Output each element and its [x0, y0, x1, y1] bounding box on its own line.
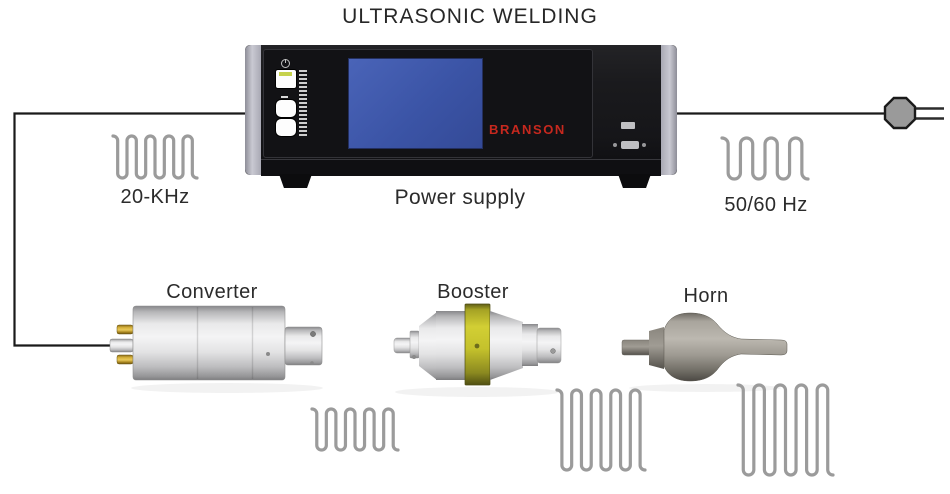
converter-pin-top	[116, 324, 134, 335]
page-title: ULTRASONIC WELDING	[342, 5, 598, 28]
plug-body	[883, 96, 917, 130]
booster-end-hole	[550, 348, 556, 354]
psu-port-db-connector	[621, 141, 639, 149]
converter-label: Converter	[166, 281, 258, 303]
psu-vent-strip	[299, 70, 307, 136]
waveform-layer	[111, 134, 835, 477]
psu-power-button	[276, 70, 296, 88]
plug-prongs	[914, 107, 944, 120]
power-plug-icon	[883, 96, 944, 130]
horn-stud	[621, 339, 652, 356]
mains-50-60hz-wave	[720, 136, 810, 181]
power-symbol-icon	[281, 58, 290, 68]
power-supply-label: Power supply	[394, 186, 526, 209]
booster-body-left	[436, 311, 466, 380]
converter-front-stub	[284, 326, 323, 366]
booster-left-hole	[412, 355, 416, 359]
converter-cable-connector	[109, 338, 134, 353]
ultrasonic-20khz-wave	[111, 134, 199, 180]
psu-display-screen	[348, 58, 483, 149]
frequency-label-mains: 50/60 Hz	[724, 194, 808, 216]
converter-shadow	[131, 383, 323, 393]
horn-output-wave	[736, 383, 835, 477]
booster-output-wave	[555, 388, 647, 472]
horn-body	[663, 312, 788, 382]
horn-graphic	[621, 312, 788, 382]
wire-psu-to-converter	[13, 112, 246, 347]
booster-shadow	[395, 387, 559, 397]
booster-step	[522, 324, 538, 366]
psu-base-strip	[261, 159, 661, 176]
brand-logo: BRANSON	[489, 122, 566, 137]
converter-graphic	[109, 305, 323, 381]
psu-side-cap-right	[661, 45, 677, 175]
psu-foot-right	[618, 174, 651, 188]
psu-button-2	[276, 100, 296, 117]
converter-body	[132, 305, 286, 381]
booster-cone-left	[419, 312, 437, 380]
booster-collar	[409, 330, 420, 359]
psu-button-mark	[281, 96, 288, 98]
booster-graphic	[393, 303, 562, 386]
horn-label: Horn	[683, 285, 729, 307]
psu-button-3	[276, 119, 296, 136]
booster-end-cap	[536, 327, 562, 364]
booster-label: Booster	[437, 281, 509, 303]
booster-stud	[393, 337, 413, 354]
converter-pin-bottom	[116, 354, 134, 365]
psu-port-small	[621, 122, 635, 129]
power-led	[279, 72, 292, 76]
booster-cone-right	[490, 311, 523, 380]
converter-screw-top	[310, 331, 316, 337]
horn-collar	[649, 327, 664, 369]
converter-screw-bottom	[310, 361, 314, 365]
psu-port-screw-left	[613, 143, 617, 147]
converter-output-wave	[310, 407, 400, 452]
converter-body-mark	[266, 352, 270, 356]
psu-port-screw-right	[642, 143, 646, 147]
booster-ring-hole	[474, 343, 480, 349]
frequency-label-20khz: 20-KHz	[120, 186, 190, 208]
psu-side-cap-left	[245, 45, 261, 175]
psu-foot-left	[279, 174, 312, 188]
